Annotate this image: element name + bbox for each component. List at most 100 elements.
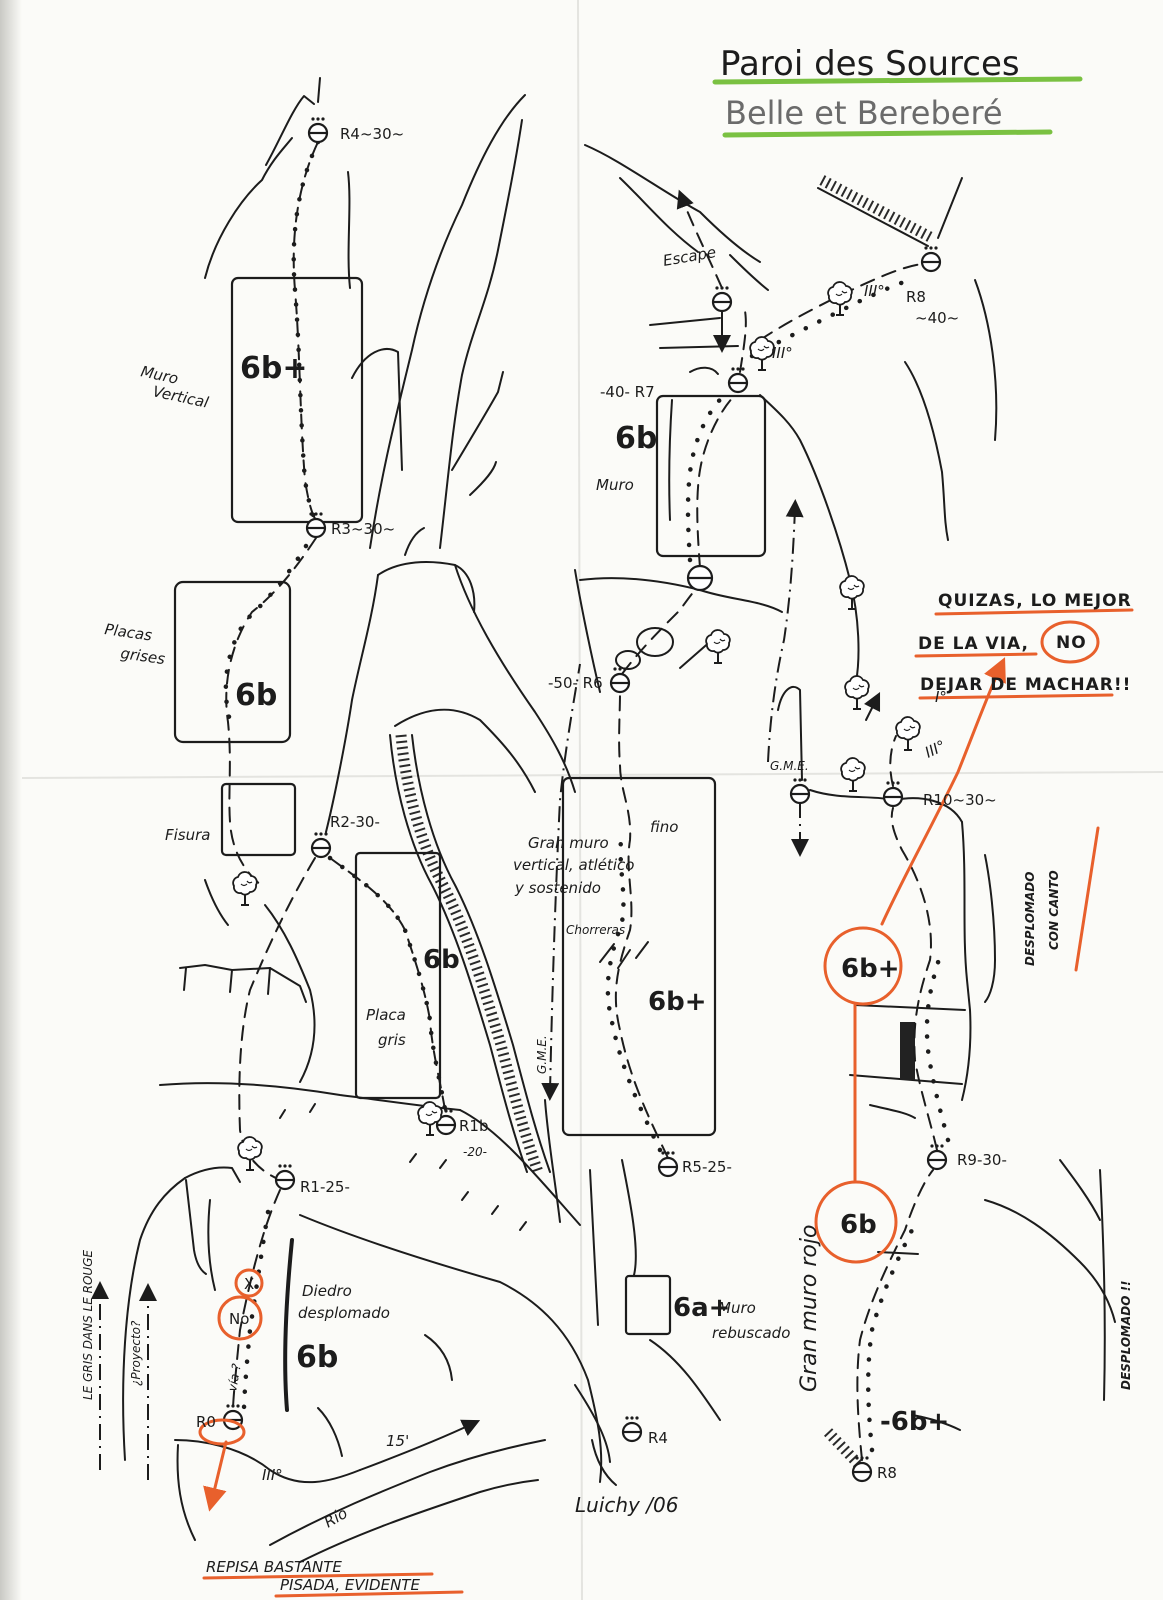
rock-outline bbox=[185, 1179, 207, 1275]
rock-outline bbox=[459, 1109, 581, 1226]
orange-annotations bbox=[198, 608, 1134, 1598]
label-y-sostenido: y sostenido bbox=[514, 879, 601, 897]
route-line-right bbox=[890, 807, 938, 1151]
label-desplomado: desplomado bbox=[298, 1304, 390, 1322]
route-dots-right bbox=[924, 947, 951, 1143]
rock-outline bbox=[176, 1444, 196, 1541]
label-gran-muro-rojo: Gran muro rojo bbox=[797, 1225, 822, 1392]
label-proyecto: ¿Proyecto? bbox=[129, 1320, 143, 1386]
rock-outline bbox=[439, 119, 523, 549]
rock-outline bbox=[469, 461, 497, 496]
gme-line-right bbox=[767, 499, 804, 763]
rock-outline bbox=[589, 1169, 599, 1326]
paper-fold-horizontal bbox=[21, 771, 1163, 779]
rock-outline bbox=[159, 1082, 461, 1111]
roof-outline bbox=[817, 187, 929, 247]
orange-circle-r0 bbox=[198, 1418, 246, 1446]
route-line-middle bbox=[621, 585, 701, 675]
label-no-mark: No bbox=[229, 1310, 249, 1328]
orange-circle-6b bbox=[814, 1180, 898, 1264]
rock-outline bbox=[869, 1104, 916, 1119]
label-desplomado-canto-2: CON CANTO bbox=[1047, 870, 1061, 950]
rock-outlines bbox=[122, 77, 1116, 1563]
route-dots-placa-gris bbox=[327, 855, 449, 1118]
rock-outline bbox=[937, 177, 963, 239]
belay-label-r8-top: R8 bbox=[906, 288, 926, 306]
label-via: vía ? bbox=[225, 1362, 244, 1393]
rock-outline bbox=[584, 144, 761, 263]
grade-muro-vertical: 6b+ bbox=[240, 351, 308, 386]
route-lines bbox=[91, 139, 951, 1480]
label-x-mark: X bbox=[244, 1275, 254, 1293]
rock-outline bbox=[621, 1159, 637, 1276]
grade-labels: 6b+ 6b 6b 6b 6b 6b+ 6a+ 6b+ 6b -6b+ III°… bbox=[235, 282, 949, 1484]
label-fifteen: 15' bbox=[386, 1432, 409, 1450]
pitch-box-muro-rebuscado bbox=[624, 1274, 672, 1336]
route-dots-right bbox=[865, 1223, 917, 1453]
label-muro-rebuscado-1: Muro bbox=[718, 1299, 756, 1317]
belay-label-r3: R3~30~ bbox=[331, 520, 395, 538]
belay-label-r1: R1-25- bbox=[300, 1178, 350, 1196]
orange-underline bbox=[918, 693, 1114, 700]
orange-underline bbox=[914, 652, 1038, 658]
rock-outline bbox=[369, 94, 526, 549]
rock-outline bbox=[317, 77, 321, 103]
belay-label-r1b-length: -20- bbox=[463, 1145, 487, 1159]
label-quizas-3: DEJAR DE MACHAR!! bbox=[920, 675, 1131, 695]
description-labels: Muro Vertical Placas grises Fisura Placa… bbox=[81, 243, 1133, 1594]
rock-outline bbox=[544, 1099, 561, 1223]
rock-outline bbox=[317, 1334, 453, 1457]
pitch-box-placas-grises bbox=[173, 580, 292, 744]
belay-label-r10: R10~30~ bbox=[923, 791, 997, 809]
grade-iii-r8: III° bbox=[864, 282, 885, 300]
label-quizas-2: DE LA VIA, bbox=[918, 634, 1029, 654]
rock-outline bbox=[974, 279, 998, 441]
grade-diedro: 6b bbox=[296, 1340, 338, 1375]
rock-outline bbox=[619, 177, 699, 253]
rock-outline bbox=[777, 685, 803, 781]
bracket-line bbox=[1099, 1169, 1106, 1401]
pitch-box-fisura bbox=[220, 782, 297, 857]
rock-outline bbox=[1059, 1159, 1101, 1221]
rock-outline bbox=[394, 708, 536, 793]
pitch-boxes bbox=[173, 276, 767, 1336]
orange-arrow bbox=[880, 657, 1006, 926]
belay-label-r8-bottom: R8 bbox=[877, 1464, 897, 1482]
route-dots-left bbox=[223, 543, 309, 731]
orange-arrow-down bbox=[203, 1440, 228, 1512]
rock-outline bbox=[204, 137, 293, 279]
grade-r9-pitch: 6b bbox=[840, 1210, 877, 1240]
route-line-left bbox=[238, 857, 316, 1181]
label-desplomado-right: DESPLOMADO !! bbox=[1119, 1280, 1133, 1390]
roof-block bbox=[900, 1022, 915, 1080]
orange-line bbox=[1074, 826, 1100, 972]
gme-line-middle bbox=[541, 663, 581, 1101]
orange-circle-no bbox=[217, 1295, 263, 1341]
orange-circle-6b-plus bbox=[823, 926, 903, 1006]
route-dots-r7-r8 bbox=[749, 279, 907, 359]
route-line-left bbox=[225, 537, 317, 887]
river-line bbox=[299, 1479, 539, 1563]
pitch-box-r7 bbox=[655, 394, 767, 558]
route-line-middle bbox=[614, 693, 669, 1159]
label-desplomado-canto-1: DESPLOMADO bbox=[1023, 872, 1037, 966]
rock-outline bbox=[184, 1166, 241, 1183]
rock-outline bbox=[689, 366, 719, 375]
boulder bbox=[615, 650, 641, 670]
belay-label-r5: R5-25- bbox=[682, 1158, 732, 1176]
orange-underline bbox=[274, 1590, 464, 1598]
rock-outline bbox=[265, 95, 315, 166]
rock-outline bbox=[183, 967, 271, 995]
wall-tick bbox=[279, 1103, 527, 1231]
belay-label-r8-top-length: ~40~ bbox=[915, 309, 959, 327]
belay-label-r0: R0 bbox=[196, 1413, 216, 1431]
belay-stations bbox=[222, 116, 948, 1483]
grade-placas-grises: 6b bbox=[235, 678, 277, 713]
rock-outline bbox=[911, 1414, 961, 1431]
rock-outline bbox=[904, 361, 949, 541]
pitch-box-muro-vertical bbox=[230, 276, 364, 524]
rock-outline bbox=[759, 394, 860, 683]
orange-underline bbox=[934, 608, 1134, 616]
route-line-right bbox=[856, 1169, 934, 1461]
